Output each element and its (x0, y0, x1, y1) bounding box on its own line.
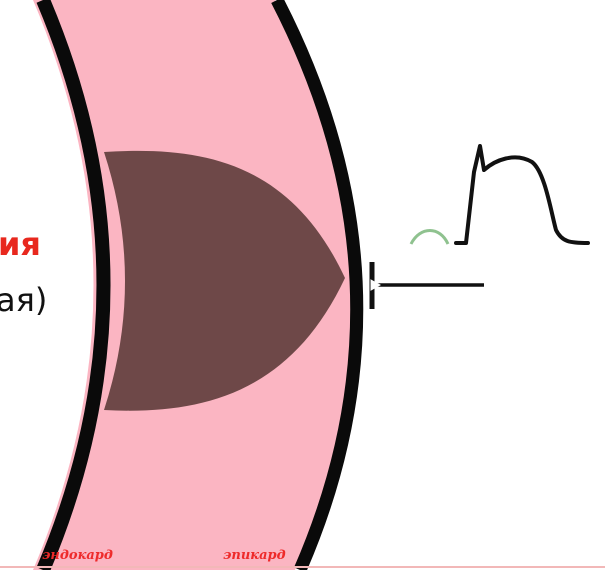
infarct-zone (104, 150, 345, 411)
baseline-p-wave (409, 229, 450, 245)
bottom-divider (0, 566, 605, 568)
st-elevation-ecg-icon (454, 144, 590, 245)
epicardium-border (271, 0, 364, 570)
subtitle-fragment: ая) (0, 281, 48, 319)
title-fragment: ия (0, 225, 41, 263)
epicardium-label: эпикард (223, 548, 286, 563)
endocardium-label: эндокард (42, 548, 113, 563)
electrode-icon (369, 262, 484, 309)
endocardium-border (36, 0, 111, 570)
